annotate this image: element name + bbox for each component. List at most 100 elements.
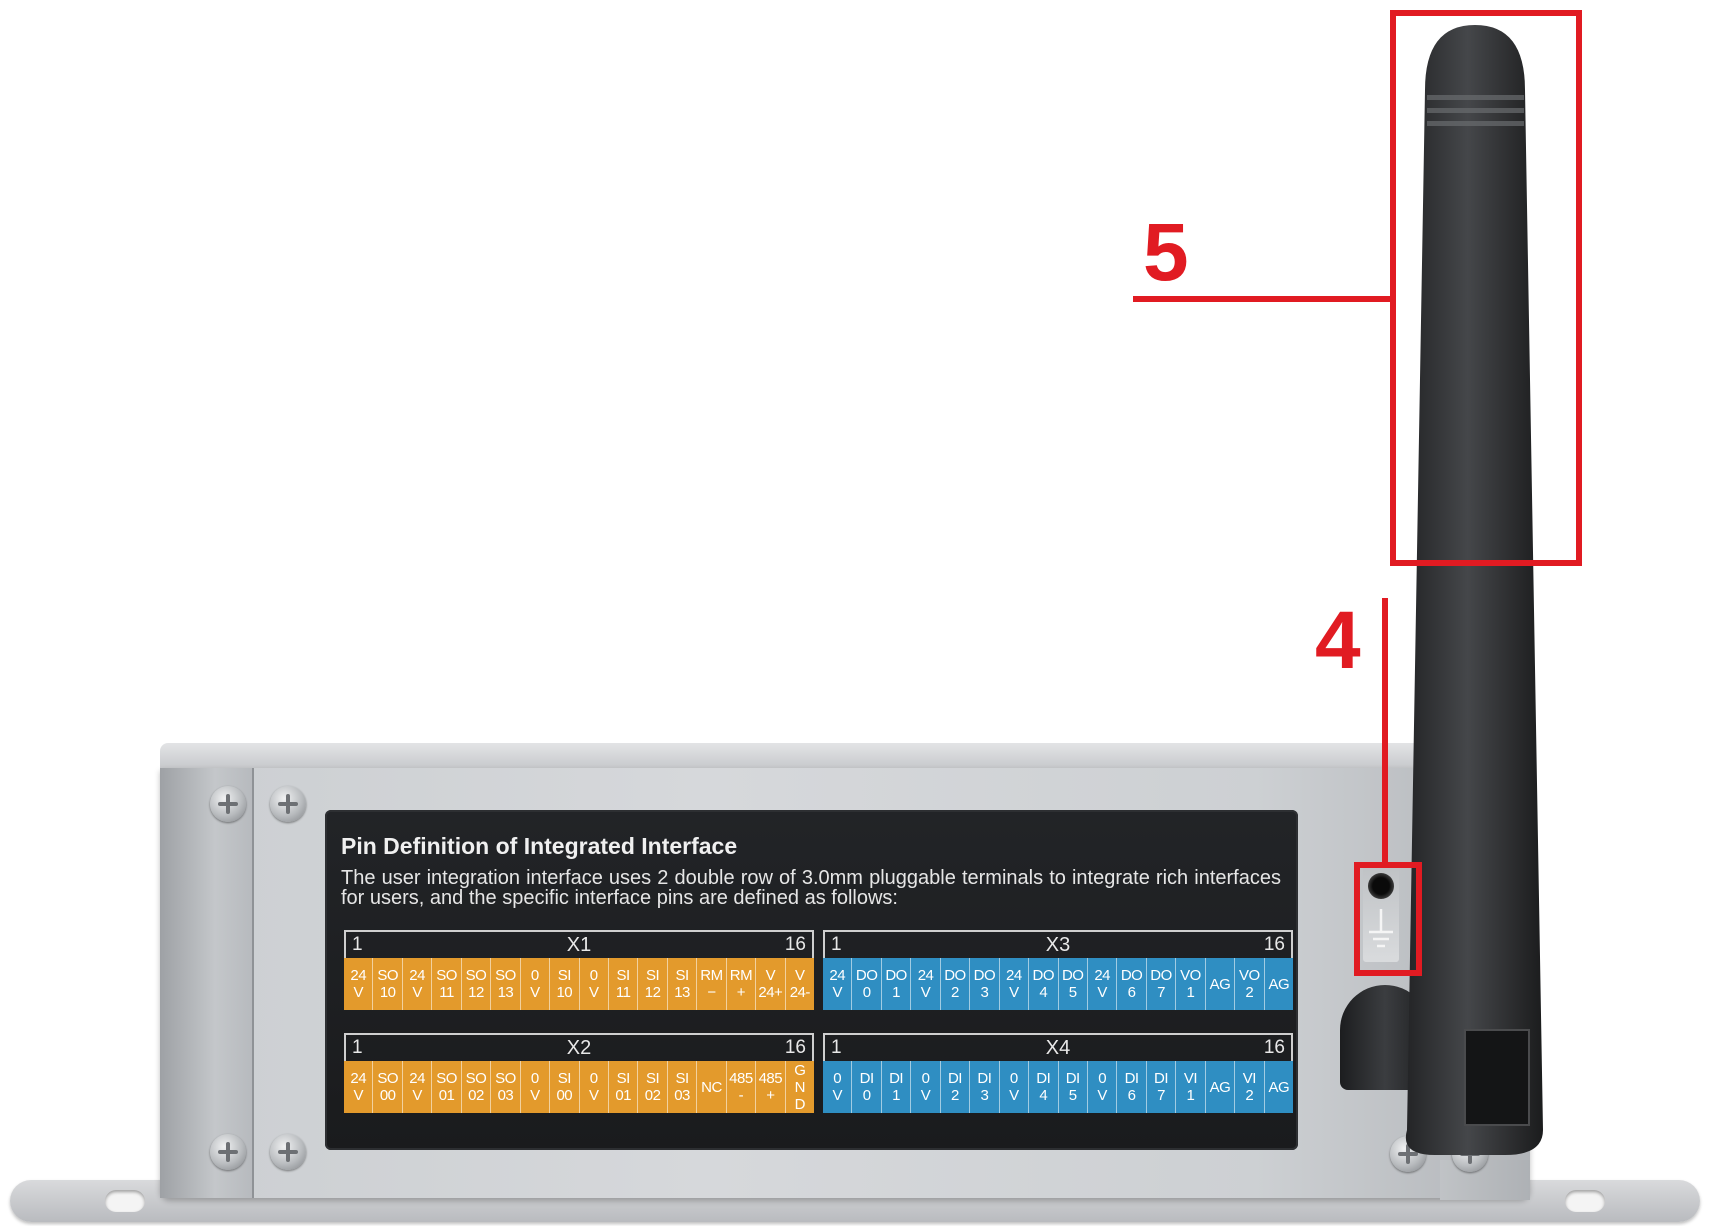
pin-label: DO 2	[940, 958, 971, 1010]
pin-label: 0 V	[579, 958, 609, 1010]
terminal-header: 1 X1 16	[344, 930, 814, 958]
pin-row: 24 V DO 0 DO 1 24 V DO 2 DO 3 24 V DO 4 …	[823, 958, 1293, 1010]
device-top-edge	[160, 743, 1530, 769]
pin-label: VO 2	[1235, 958, 1265, 1010]
pin-label: 0 V	[823, 1061, 853, 1113]
pin-label: SO 03	[491, 1061, 521, 1113]
pin-label: 0 V	[999, 1061, 1030, 1113]
pin-start-number: 1	[831, 934, 842, 955]
pin-label: AG	[1205, 958, 1236, 1010]
terminal-header: 1 X2 16	[344, 1033, 814, 1061]
terminal-name: X1	[566, 934, 592, 956]
ground-symbol-icon	[1369, 909, 1393, 948]
pin-end-number: 16	[1263, 1037, 1285, 1058]
terminal-block-x1: 1 X1 16 24 V SO 10 24 V SO 11 SO 12 SO 1…	[344, 930, 814, 1010]
pin-row: 24 V SO 10 24 V SO 11 SO 12 SO 13 0 V SI…	[344, 958, 814, 1010]
pin-label: 0 V	[520, 1061, 551, 1113]
pin-label: G N D	[785, 1061, 814, 1113]
pin-start-number: 1	[352, 1037, 363, 1058]
screw-icon	[270, 786, 306, 822]
pin-label: DO 6	[1117, 958, 1147, 1010]
pin-label: SI 11	[608, 958, 639, 1010]
ground-leader-line	[1382, 598, 1388, 862]
pin-label: SO 02	[461, 1061, 492, 1113]
pin-label: SI 12	[638, 958, 668, 1010]
pin-label: RM −	[697, 958, 727, 1010]
pin-label: 0 V	[1087, 1061, 1118, 1113]
pin-label: DI 1	[881, 1061, 912, 1113]
pin-label: 24 V	[1087, 958, 1118, 1010]
pin-row: 24 V SO 00 24 V SO 01 SO 02 SO 03 0 V SI…	[344, 1061, 814, 1113]
pin-label: 24 V	[999, 958, 1030, 1010]
pin-label: DI 7	[1146, 1061, 1177, 1113]
pin-label: DI 4	[1029, 1061, 1059, 1113]
pin-label: SI 02	[638, 1061, 668, 1113]
pin-label: 24 V	[911, 958, 941, 1010]
terminal-name: X4	[1045, 1037, 1071, 1059]
ground-highlight-box	[1354, 862, 1422, 976]
pin-label: DI 5	[1058, 1061, 1088, 1113]
pin-label: SO 12	[461, 958, 492, 1010]
device-end-cap	[160, 768, 254, 1198]
pin-label: 24 V	[344, 1061, 374, 1113]
pin-label: AG	[1205, 1061, 1236, 1113]
pin-start-number: 1	[352, 934, 363, 955]
antenna	[1405, 25, 1543, 1155]
pin-label: VI 2	[1235, 1061, 1265, 1113]
pin-label: 485 +	[756, 1061, 786, 1113]
pin-label: V 24+	[756, 958, 786, 1010]
screw-icon	[210, 786, 246, 822]
pin-label: 24 V	[402, 958, 433, 1010]
callout-number-ground: 4	[1315, 595, 1361, 686]
pin-label: SI 13	[667, 958, 698, 1010]
pin-label: SO 11	[432, 958, 462, 1010]
pin-label: SO 01	[432, 1061, 462, 1113]
panel-title: Pin Definition of Integrated Interface	[341, 833, 738, 859]
pin-label: V 24-	[785, 958, 814, 1010]
ground-terminal-hole	[1368, 873, 1394, 899]
pin-label: DO 3	[970, 958, 1000, 1010]
pin-label: DI 0	[852, 1061, 882, 1113]
pin-label: 0 V	[520, 958, 551, 1010]
pin-label: RM +	[726, 958, 757, 1010]
flange-hole-right	[1565, 1190, 1605, 1212]
device-end-cap-right	[1440, 1160, 1530, 1200]
pin-label: AG	[1264, 958, 1293, 1010]
pin-start-number: 1	[831, 1037, 842, 1058]
pin-label: SO 13	[491, 958, 521, 1010]
terminal-name: X3	[1045, 934, 1071, 956]
pin-label: 24 V	[823, 958, 853, 1010]
pin-label: 485 -	[726, 1061, 757, 1113]
pin-end-number: 16	[1263, 934, 1285, 955]
pin-label: 24 V	[402, 1061, 433, 1113]
pin-label: DI 6	[1117, 1061, 1147, 1113]
screw-icon	[210, 1134, 246, 1170]
pin-row: 0 V DI 0 DI 1 0 V DI 2 DI 3 0 V DI 4 DI …	[823, 1061, 1293, 1113]
terminal-block-x2: 1 X2 16 24 V SO 00 24 V SO 01 SO 02 SO 0…	[344, 1033, 814, 1113]
antenna-highlight-box	[1390, 10, 1582, 566]
pin-label: SI 00	[550, 1061, 580, 1113]
pin-label: SO 10	[373, 958, 403, 1010]
pin-label: DO 5	[1058, 958, 1088, 1010]
pin-label: NC	[697, 1061, 727, 1113]
pin-label: 0 V	[579, 1061, 609, 1113]
pin-label: DO 4	[1029, 958, 1059, 1010]
terminal-block-x3: 1 X3 16 24 V DO 0 DO 1 24 V DO 2 DO 3 24…	[823, 930, 1293, 1010]
pin-label: SI 01	[608, 1061, 639, 1113]
antenna-leader-line	[1133, 296, 1390, 302]
pin-label: DO 7	[1146, 958, 1177, 1010]
pin-label: DO 0	[852, 958, 882, 1010]
pin-label: AG	[1264, 1061, 1293, 1113]
pin-label: VI 1	[1176, 1061, 1206, 1113]
flange-hole-left	[105, 1190, 145, 1212]
pin-label: SI 10	[550, 958, 580, 1010]
callout-number-antenna: 5	[1143, 207, 1189, 298]
pin-end-number: 16	[784, 1037, 806, 1058]
pin-label: SO 00	[373, 1061, 403, 1113]
screw-icon	[270, 1134, 306, 1170]
pin-label: 24 V	[344, 958, 374, 1010]
pin-label: VO 1	[1176, 958, 1206, 1010]
terminal-block-x4: 1 X4 16 0 V DI 0 DI 1 0 V DI 2 DI 3 0 V …	[823, 1033, 1293, 1113]
pin-label: DI 2	[940, 1061, 971, 1113]
pin-label: DO 1	[881, 958, 912, 1010]
